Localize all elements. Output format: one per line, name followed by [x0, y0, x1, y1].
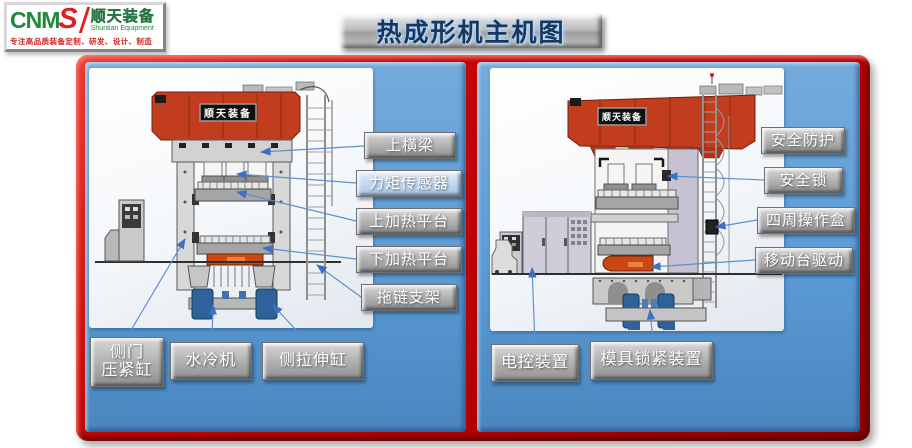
right-column	[272, 161, 291, 291]
pull-cylinder-left	[191, 288, 214, 320]
logo-brand-s: S	[58, 3, 78, 36]
front-view-drawing-area: 顺天装备	[89, 68, 373, 328]
label-side-pull-cylinder[interactable]: 侧拉伸缸	[262, 342, 364, 380]
press-front-view-diagram: 顺天装备	[95, 81, 341, 320]
torque-sensors	[201, 161, 269, 183]
logo-company-name-cn: 顺天装备	[90, 7, 155, 25]
lower-heating-platen	[196, 235, 274, 255]
logo-tagline: 专注高品质装备定制、研发、设计、制造	[10, 37, 153, 46]
upper-heating-platen	[194, 181, 272, 202]
crown-beam	[567, 94, 756, 150]
safety-lock	[662, 170, 671, 181]
label-water-cooler[interactable]: 水冷机	[170, 342, 252, 380]
logo-divider	[78, 7, 90, 33]
main-frame: 顺天装备	[76, 55, 870, 441]
front-view-panel: 顺天装备	[85, 62, 466, 432]
label-moving-table-drive[interactable]: 移动台驱动	[755, 247, 853, 274]
logo-company-name-en: Shuntian Equipment	[90, 24, 154, 32]
label-lower-heating-platen[interactable]: 下加热平台	[356, 246, 462, 273]
electric-control-cabinets	[491, 211, 592, 275]
brand-plate	[199, 103, 257, 122]
label-torque-sensor[interactable]: 力矩传感器	[356, 170, 462, 197]
label-safety-lock[interactable]: 安全锁	[764, 167, 843, 194]
label-upper-heating-platen[interactable]: 上加热平台	[356, 208, 462, 235]
logo-brand-text: CNM	[10, 6, 60, 33]
base-platform	[605, 307, 707, 322]
label-electric-control-device[interactable]: 电控装置	[491, 344, 579, 382]
brand-plate-text: 顺天装备	[602, 111, 642, 122]
drag-chain-ladder	[306, 95, 333, 300]
page-title-banner: 热成形机主机图	[340, 14, 602, 48]
label-drag-chain-bracket[interactable]: 拖链支架	[361, 284, 457, 311]
label-die-clamping-device[interactable]: 模具锁紧装置	[590, 341, 713, 380]
side-control-cabinet	[104, 199, 145, 262]
side-view-panel: 顺天装备	[477, 62, 860, 432]
pull-cylinder-right	[255, 288, 278, 320]
label-upper-crossbeam[interactable]: 上横梁	[364, 132, 456, 159]
label-side-door-clamp-cylinder[interactable]: 侧门 压紧缸	[90, 337, 164, 387]
side-view-drawing-area: 顺天装备	[490, 68, 784, 331]
label-perimeter-operator-boxes[interactable]: 四周操作盒	[757, 207, 855, 234]
brand-plate-text: 顺天装备	[204, 107, 252, 120]
access-ladder	[702, 95, 730, 308]
rear-column	[667, 148, 699, 274]
page-title: 热成形机主机图	[376, 19, 566, 47]
brand-plate	[597, 107, 647, 126]
press-side-view-diagram: 顺天装备	[491, 73, 783, 330]
operator-box	[705, 219, 719, 235]
label-safety-guard[interactable]: 安全防护	[761, 127, 845, 154]
